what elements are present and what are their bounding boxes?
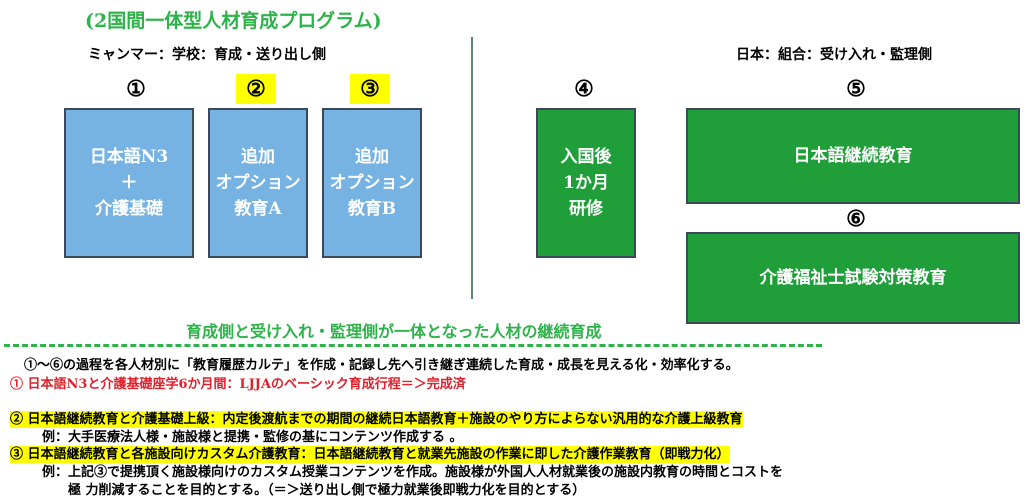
note-step-3-example: 例：上記③で提携頂く施設様向けのカスタム授業コンテンツを作成。施設様が外国人人材… [42,465,784,480]
step-3-box: 追加 オプション 教育B [322,108,422,258]
step-2-box: 追加 オプション 教育A [208,108,308,258]
step-5-number: ⑤ [846,76,866,102]
step-4-number: ④ [574,76,594,102]
step-3-number: ③ [350,74,390,104]
note-step-2-example: 例：大手医療法人様・施設様と提携・監修の基にコンテンツ作成する 。 [42,430,463,445]
step-2-number: ② [236,74,276,104]
continuous-training-caption: 育成側と受け入れ・監理側が一体となった人材の継続育成 [186,322,602,341]
step-1-number: ① [126,76,146,102]
note-step-3-example-cont: 極 力削減することを目的とする。（＝＞送り出し側で極力就業後即戦力化を目的とする… [68,483,586,498]
dashed-separator [4,344,822,347]
step-6-number: ⑥ [846,206,866,232]
japan-side-label: 日本：組合：受け入れ・監理側 [736,47,932,63]
step-5-box: 日本語継続教育 [686,108,1020,204]
step-4-box: 入国後 1か月 研修 [536,108,636,258]
note-step-1: ① 日本語N3と介護基礎座学6か月間：LJJAのベーシック育成行程＝＞完成済 [10,377,466,392]
step-6-box: 介護福祉士試験対策教育 [686,232,1020,324]
step-1-box: 日本語N3 ＋ 介護基礎 [64,108,194,258]
note-step-3: ③ 日本語継続教育と各施設向けカスタム介護教育：日本語継続教育と就業先施設の作業… [10,446,730,463]
note-overview: ①～⑥の過程を各人材別に「教育履歴カルテ」を作成・記録し先へ引き継ぎ連続した育成… [24,358,739,373]
page-title: (2国間一体型人材育成プログラム) [85,10,382,32]
myanmar-side-label: ミャンマー：学校：育成・送り出し側 [88,47,326,63]
side-divider [471,37,473,299]
note-step-2: ② 日本語継続教育と介護基礎上級：内定後渡航までの期間の継続日本語教育＋施設のや… [10,411,743,428]
